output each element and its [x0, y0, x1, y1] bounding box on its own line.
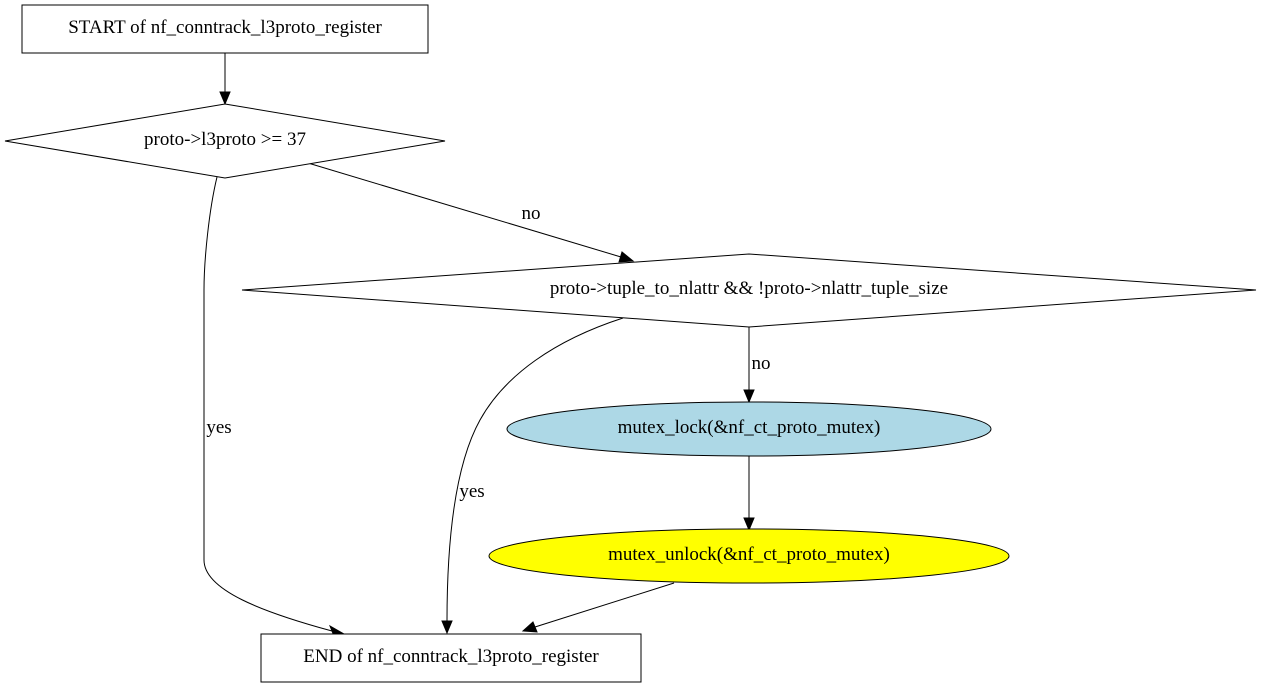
node-start: START of nf_conntrack_l3proto_register [21, 4, 429, 54]
edge-cond2-to-end-arrowhead [441, 620, 453, 635]
edge-unlock-to-end-arrowhead [521, 621, 538, 633]
node-start-label: START of nf_conntrack_l3proto_register [68, 17, 382, 38]
node-lock-ellipse [506, 401, 992, 457]
node-cond2: proto->tuple_to_nlattr && !proto->nlattr… [241, 253, 1257, 328]
edge-lock-to-unlock-arrowhead [743, 517, 755, 532]
edge-label-cond1-no: no [522, 203, 541, 224]
edge-label-cond1-yes: yes [206, 417, 231, 438]
node-unlock: mutex_unlock(&nf_ct_proto_mutex) [488, 528, 1010, 584]
edge-start-to-cond1-arrowhead [219, 91, 231, 106]
node-cond1-label: proto->l3proto >= 37 [144, 129, 306, 150]
edge-label-cond2-yes: yes [459, 481, 484, 502]
node-lock: mutex_lock(&nf_ct_proto_mutex) [506, 401, 992, 457]
node-start-box [21, 4, 429, 54]
node-unlock-ellipse [488, 528, 1010, 584]
edge-unlock-to-end [534, 582, 675, 628]
node-lock-label: mutex_lock(&nf_ct_proto_mutex) [618, 417, 881, 438]
node-cond2-label: proto->tuple_to_nlattr && !proto->nlattr… [550, 278, 948, 299]
node-end-label: END of nf_conntrack_l3proto_register [303, 646, 599, 667]
node-cond2-diamond [241, 253, 1257, 328]
node-end-box [260, 633, 642, 683]
edges: no yes no yes [203, 53, 771, 637]
node-end: END of nf_conntrack_l3proto_register [260, 633, 642, 683]
node-cond1-diamond [4, 103, 446, 179]
node-cond1: proto->l3proto >= 37 [4, 103, 446, 179]
nodes: START of nf_conntrack_l3proto_register p… [4, 4, 1257, 683]
edge-cond1-to-cond2 [307, 162, 622, 258]
edge-cond2-to-end [446, 317, 624, 622]
edge-cond1-to-end [203, 176, 333, 632]
node-unlock-label: mutex_unlock(&nf_ct_proto_mutex) [608, 544, 890, 565]
edge-cond2-to-lock-arrowhead [743, 389, 755, 404]
edge-label-cond2-no: no [752, 353, 771, 374]
edge-cond1-to-cond2-arrowhead [618, 251, 635, 263]
